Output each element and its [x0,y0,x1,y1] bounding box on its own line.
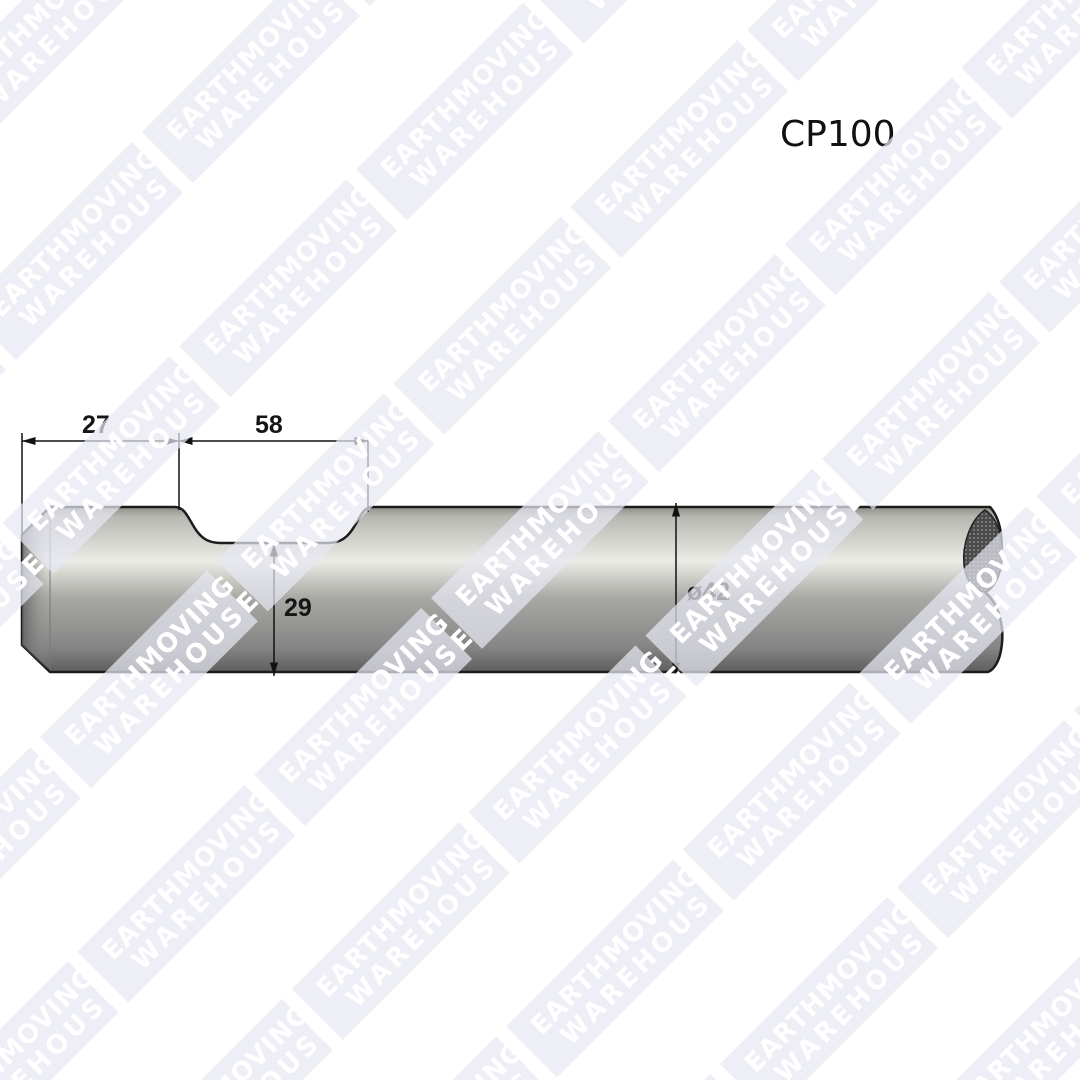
dim-label-diameter: ø42 [687,578,730,606]
shank-bar [20,505,1004,674]
dim-label-58: 58 [255,411,283,439]
bar-outline [20,505,1004,674]
model-title: CP100 [780,114,896,155]
dimension-58: 58 [179,411,369,512]
dim-label-29: 29 [284,594,312,622]
dim-label-27: 27 [82,411,110,439]
